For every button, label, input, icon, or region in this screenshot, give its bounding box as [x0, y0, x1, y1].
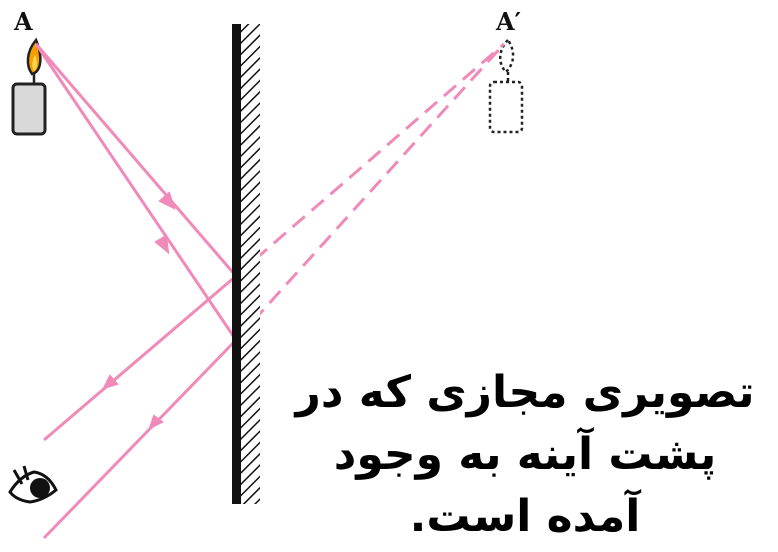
eye-icon: [10, 466, 56, 502]
object-label: A: [13, 7, 33, 36]
ray-arrowheads: [104, 193, 174, 428]
candle-icon: [13, 40, 45, 134]
reflected-ray-1: [44, 276, 236, 440]
virtual-ray-2: [236, 44, 504, 340]
arrow-incident-2: [156, 236, 168, 252]
incident-ray-2: [36, 44, 236, 340]
caption-text: تصویری مجازی که در پشت آینه به وجود آمده…: [290, 362, 760, 548]
virtual-ray-1: [236, 44, 504, 276]
arrow-incident-1: [160, 193, 174, 208]
image-label: A′: [495, 7, 521, 36]
plane-mirror: [232, 24, 260, 504]
reflected-ray-2: [44, 340, 236, 538]
incident-ray-1: [36, 44, 236, 276]
